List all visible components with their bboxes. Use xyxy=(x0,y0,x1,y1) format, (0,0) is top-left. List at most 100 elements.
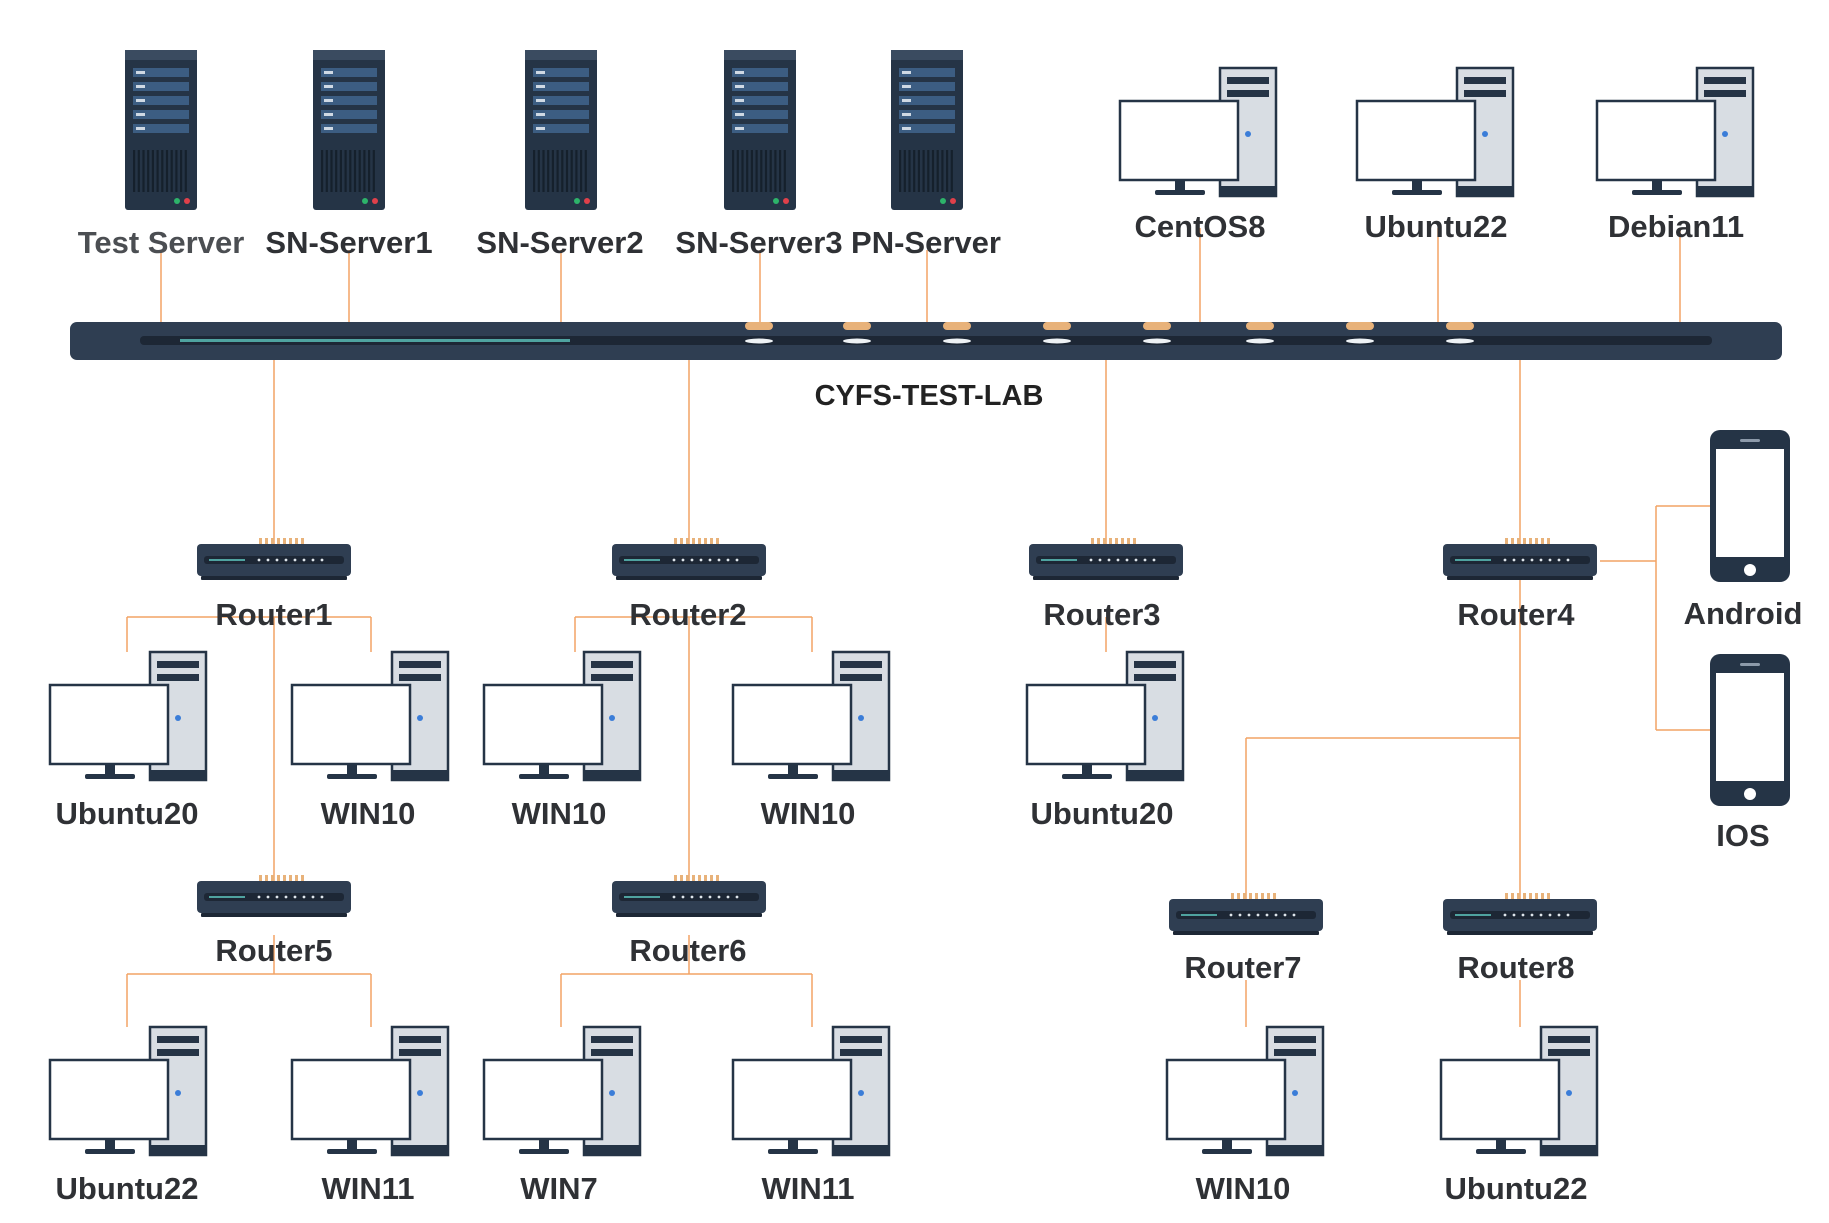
server-drive-led xyxy=(324,127,333,130)
server-vent xyxy=(170,150,173,192)
server-vent xyxy=(561,150,564,192)
server-drive-led xyxy=(902,113,911,116)
client-label-ubuntu22-r5: Ubuntu22 xyxy=(55,1171,199,1206)
router-antenna-led xyxy=(1255,893,1258,899)
pc-drive-slot xyxy=(157,1049,199,1056)
phone-icon-android xyxy=(1710,430,1790,582)
server-drive-bay xyxy=(899,124,955,133)
router-port-light xyxy=(257,558,261,562)
server-drive-led xyxy=(735,113,744,116)
router-antenna-led xyxy=(674,875,677,881)
pc-drive-slot xyxy=(399,1036,441,1043)
router-antenna-led xyxy=(704,538,707,544)
hub-switch-icon xyxy=(70,322,1782,360)
router-antenna-led xyxy=(704,875,707,881)
router-antenna-led xyxy=(259,875,262,881)
pc-drive-slot xyxy=(1548,1049,1590,1056)
pc-monitor-stand xyxy=(327,774,377,779)
server-vent xyxy=(161,150,164,192)
pc-drive-slot xyxy=(840,1049,882,1056)
desktop-icon-win11-r5 xyxy=(290,1025,450,1157)
server-vent xyxy=(147,150,150,192)
router-port-light xyxy=(1274,913,1278,917)
server-vent xyxy=(774,150,777,192)
pc-monitor-stand xyxy=(85,1149,135,1154)
pc-drive-slot xyxy=(157,661,199,668)
server-vent xyxy=(358,150,361,192)
router-label-router3: Router3 xyxy=(1043,597,1161,632)
hub-port-light xyxy=(745,338,773,344)
router-port-light xyxy=(672,895,676,899)
router-port-light xyxy=(1539,558,1543,562)
mobile-label-android: Android xyxy=(1683,596,1803,631)
router-icon-router7 xyxy=(1169,893,1323,935)
router-indicator xyxy=(209,559,245,561)
router-antenna-led xyxy=(283,538,286,544)
router-icon-router1 xyxy=(197,538,351,580)
hub-port-led xyxy=(1246,322,1274,330)
server-drive-bay xyxy=(533,110,589,119)
pc-power-led xyxy=(1482,131,1488,137)
server-top-edge xyxy=(525,50,597,60)
router-port-light xyxy=(284,895,288,899)
hub-port-light xyxy=(1446,338,1474,344)
router-port-light xyxy=(1566,913,1570,917)
server-drive-led xyxy=(735,85,744,88)
server-vent xyxy=(325,150,328,192)
router-antenna-led xyxy=(686,875,689,881)
server-vent xyxy=(547,150,550,192)
router-indicator xyxy=(1041,559,1077,561)
server-drive-led xyxy=(136,127,145,130)
server-vent xyxy=(344,150,347,192)
pc-monitor-stand xyxy=(519,1149,569,1154)
desktop-icon-win10-r2b xyxy=(731,650,891,782)
server-vent xyxy=(349,150,352,192)
server-vent xyxy=(779,150,782,192)
router-port-light xyxy=(320,558,324,562)
hub-label: CYFS-TEST-LAB xyxy=(814,380,1044,412)
server-drive-led xyxy=(324,85,333,88)
pc-drive-slot xyxy=(1134,674,1176,681)
pc-power-led xyxy=(417,715,423,721)
router-label-router1: Router1 xyxy=(215,597,333,632)
server-label-sn-server3: SN-Server3 xyxy=(675,225,843,260)
server-vent xyxy=(551,150,554,192)
router-antenna-led xyxy=(1547,893,1550,899)
pc-drive-slot xyxy=(840,674,882,681)
phone-home-button xyxy=(1744,788,1756,800)
pc-power-led xyxy=(1292,1090,1298,1096)
router-icon-router2 xyxy=(612,538,766,580)
router-antenna-led xyxy=(301,538,304,544)
client-label-win10-r2b: WIN10 xyxy=(760,796,856,831)
router-port-light xyxy=(690,558,694,562)
router-icon-router8 xyxy=(1443,893,1597,935)
server-drive-led xyxy=(136,85,145,88)
server-drive-bay xyxy=(732,124,788,133)
router-slot xyxy=(619,556,759,564)
router-port-light xyxy=(1256,913,1260,917)
router-port-light xyxy=(717,558,721,562)
router-port-light xyxy=(311,558,315,562)
pc-monitor-stand xyxy=(1202,1149,1252,1154)
pc-power-led xyxy=(175,1090,181,1096)
router-antenna-led xyxy=(698,875,701,881)
desktop-icon-win11-r6 xyxy=(731,1025,891,1157)
desktop-icon-ubuntu20-r3 xyxy=(1025,650,1185,782)
router-base xyxy=(201,576,347,580)
pc-tower-base xyxy=(1267,1145,1323,1155)
pc-monitor-stand xyxy=(768,774,818,779)
pc-drive-slot xyxy=(1464,90,1506,97)
router-antenna-led xyxy=(1273,893,1276,899)
client-label-ubuntu22-r8: Ubuntu22 xyxy=(1444,1171,1588,1206)
pc-monitor-screen xyxy=(290,683,412,766)
server-drive-led xyxy=(735,127,744,130)
server-vent xyxy=(537,150,540,192)
server-drive-bay xyxy=(133,124,189,133)
router-port-light xyxy=(1265,913,1269,917)
client-label-win11-r5: WIN11 xyxy=(321,1171,415,1206)
router-antenna-led xyxy=(1091,538,1094,544)
server-drive-led xyxy=(324,113,333,116)
pc-monitor-neck xyxy=(1222,1140,1232,1150)
router-antenna-led xyxy=(283,875,286,881)
router-slot xyxy=(204,893,344,901)
